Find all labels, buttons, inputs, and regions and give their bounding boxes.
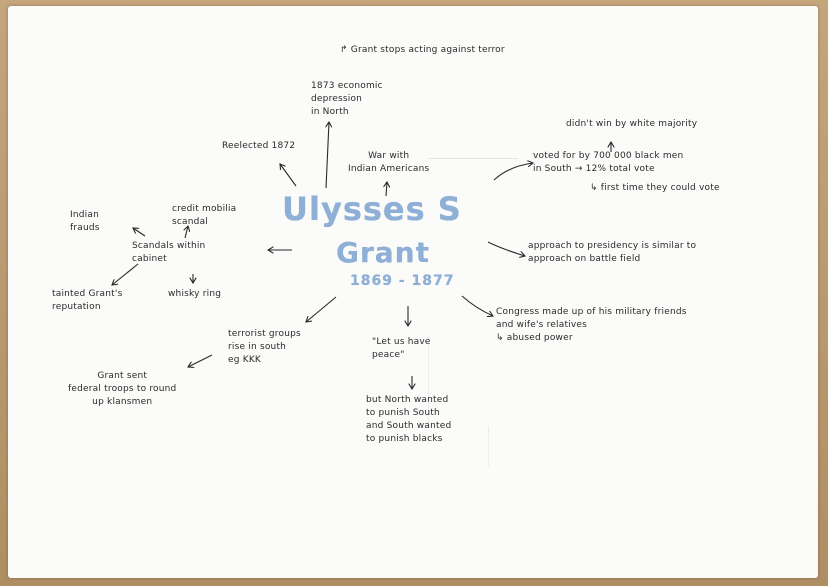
title-name-line2: Grant: [336, 236, 431, 269]
arrow: [112, 263, 139, 285]
note-peace: "Let us have peace": [372, 337, 431, 361]
arrow: [461, 295, 493, 316]
arrow: [188, 354, 213, 367]
note-reelected: Reelected 1872: [222, 141, 296, 151]
note-congress: Congress made up of his military friends…: [496, 307, 687, 344]
note-terrorist: terrorist groups rise in south eg KKK: [228, 329, 301, 366]
note-punish: but North wanted to punish South and Sou…: [366, 395, 452, 445]
note-indian-frauds: Indian frauds: [70, 210, 100, 234]
note-approach: approach to presidency is similar to app…: [528, 241, 697, 265]
arrow: [325, 122, 329, 189]
note-tainted: tainted Grant's reputation: [52, 289, 123, 313]
paper-sheet: [8, 6, 818, 578]
arrow: [133, 228, 146, 237]
note-credit-mobilia: credit mobilia scandal: [172, 204, 237, 228]
arrow: [487, 241, 525, 256]
note-stops-acting: ↱ Grant stops acting against terror: [340, 45, 505, 55]
note-economic-depression: 1873 economic depression in North: [311, 81, 383, 118]
note-voted-for: voted for by 700 000 black men in South …: [533, 151, 684, 175]
arrow: [493, 163, 533, 181]
arrow: [280, 164, 297, 187]
title-years: 1869 - 1877: [350, 273, 455, 289]
note-whisky-ring: whisky ring: [168, 289, 222, 299]
arrow: [185, 226, 188, 239]
note-scandals: Scandals within cabinet: [132, 241, 206, 265]
note-didnt-win: didn't win by white majority: [566, 119, 698, 129]
title-name-line1: Ulysses S: [282, 190, 462, 228]
note-first-time: ↳ first time they could vote: [590, 183, 720, 193]
note-war-indians: War with Indian Americans: [348, 151, 430, 175]
note-federal-troops: Grant sent federal troops to round up kl…: [68, 371, 177, 408]
arrow: [386, 182, 387, 197]
arrow: [306, 296, 337, 322]
